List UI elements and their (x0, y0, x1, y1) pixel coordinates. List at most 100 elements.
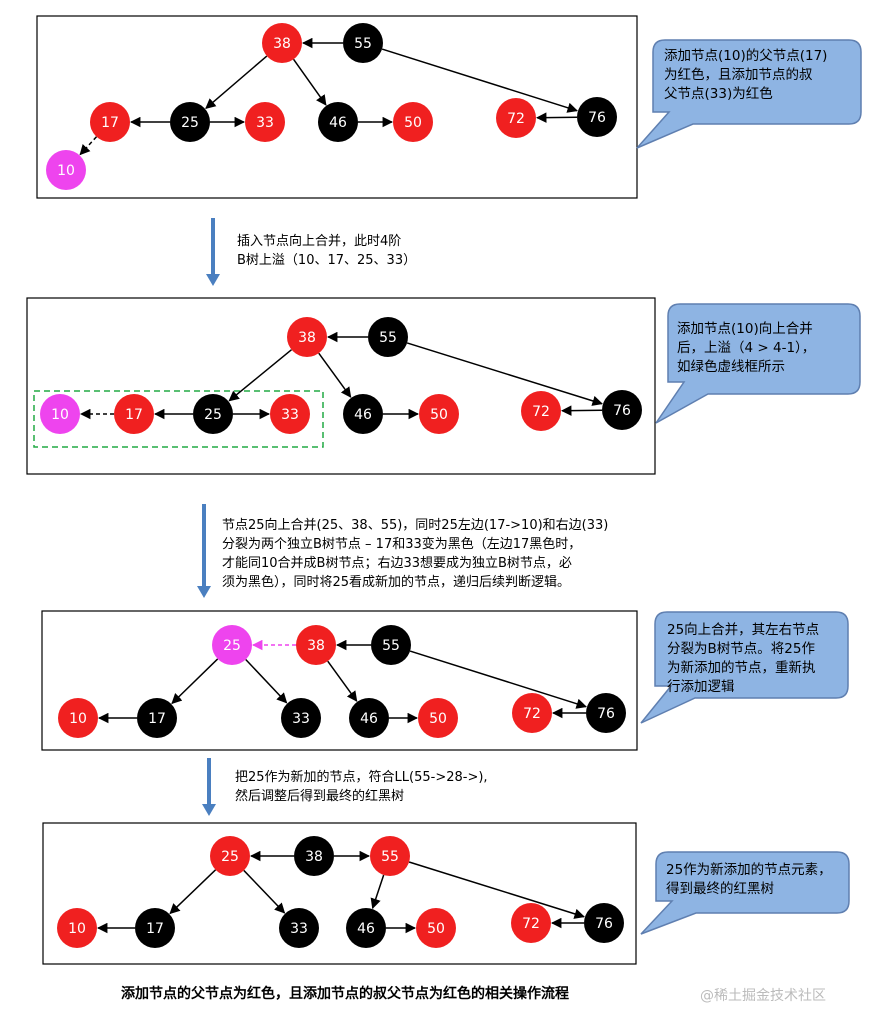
node-label: 10 (69, 711, 87, 727)
edge-25-to-17 (169, 869, 217, 915)
node-label: 25 (181, 115, 199, 131)
node-label: 33 (256, 115, 274, 131)
node-55: 55 (371, 625, 411, 665)
node-circle (294, 836, 334, 876)
step-text-1: 插入节点向上合并，此时4阶 B树上溢（10、17、25、33） (237, 234, 417, 268)
node-circle (296, 625, 336, 665)
node-circle (496, 98, 536, 138)
node-circle (245, 102, 285, 142)
node-circle (40, 394, 80, 434)
node-72: 72 (521, 391, 561, 431)
node-76: 76 (584, 903, 624, 943)
callout-text-3: 25向上合并，其左右节点 分裂为B树节点。将25作 为新添加的节点，重新执 行添… (667, 622, 820, 695)
node-17: 17 (114, 394, 154, 434)
node-circle (370, 836, 410, 876)
node-33: 33 (279, 908, 319, 948)
node-label: 72 (523, 706, 541, 722)
node-50: 50 (418, 698, 458, 738)
callout-text-4: 25作为新添加的节点元素， 得到最终的红黑树 (666, 862, 832, 897)
node-circle (270, 394, 310, 434)
node-38: 38 (262, 23, 302, 63)
node-72: 72 (511, 903, 551, 943)
node-10: 10 (46, 150, 86, 190)
node-label: 76 (613, 403, 631, 419)
node-circle (602, 390, 642, 430)
node-17: 17 (90, 102, 130, 142)
node-circle (586, 693, 626, 733)
callout-text-1: 添加节点(10)的父节点(17) 为红色，且添加节点的叔 父节点(33)为红色 (664, 48, 828, 102)
node-circle (262, 23, 302, 63)
node-circle (419, 394, 459, 434)
node-label: 50 (430, 407, 448, 423)
edge-38-to-46 (318, 352, 352, 398)
edge-25-to-33 (245, 659, 288, 704)
node-label: 17 (125, 407, 143, 423)
node-circle (349, 698, 389, 738)
node-55: 55 (343, 23, 383, 63)
tree-panel-3: 25 38 55 10 17 33 46 50 72 76 (41, 610, 638, 751)
callout-balloon-1 (636, 39, 862, 149)
node-circle (193, 394, 233, 434)
node-label: 50 (429, 711, 447, 727)
node-label: 76 (588, 110, 606, 126)
node-33: 33 (281, 698, 321, 738)
node-46: 46 (343, 394, 383, 434)
node-76: 76 (602, 390, 642, 430)
node-circle (511, 903, 551, 943)
node-label: 55 (379, 330, 397, 346)
node-label: 25 (204, 407, 222, 423)
node-circle (343, 394, 383, 434)
edge-25-to-17 (171, 658, 219, 705)
node-17: 17 (137, 698, 177, 738)
node-label: 33 (281, 407, 299, 423)
callout-balloon-4 (640, 851, 850, 935)
node-label: 33 (292, 711, 310, 727)
panels-layer: 38 55 17 25 33 46 50 72 76 10 38 55 10 17 25 33 46 50 72 76… (26, 15, 656, 965)
node-circle (210, 836, 250, 876)
node-circle (114, 394, 154, 434)
node-label: 38 (307, 638, 325, 654)
node-label: 55 (381, 849, 399, 865)
node-label: 46 (357, 921, 375, 937)
node-label: 50 (427, 921, 445, 937)
node-circle (212, 625, 252, 665)
node-50: 50 (393, 102, 433, 142)
node-circle (584, 903, 624, 943)
node-circle (393, 102, 433, 142)
node-circle (281, 698, 321, 738)
node-circle (371, 625, 411, 665)
callout-text-2: 添加节点(10)向上合并 后，上溢（4 > 4-1）， 如绿色虚线框所示 (677, 321, 816, 375)
figure-caption: 添加节点的父节点为红色，且添加节点的叔父节点为红色的相关操作流程 (121, 986, 569, 1002)
step-arrow-1 (206, 218, 220, 286)
node-25: 25 (193, 394, 233, 434)
step-arrows-layer (197, 218, 220, 816)
step-arrow-2 (197, 504, 211, 598)
node-label: 38 (305, 849, 323, 865)
node-circle (343, 23, 383, 63)
node-10: 10 (57, 908, 97, 948)
node-circle (368, 317, 408, 357)
node-circle (418, 698, 458, 738)
callout-balloon-2 (655, 303, 861, 424)
edge-55-to-76 (408, 861, 585, 919)
node-circle (346, 908, 386, 948)
node-label: 17 (101, 115, 119, 131)
node-label: 46 (360, 711, 378, 727)
node-25: 25 (212, 625, 252, 665)
node-label: 72 (522, 916, 540, 932)
node-circle (521, 391, 561, 431)
callouts-layer (636, 39, 862, 935)
node-76: 76 (586, 693, 626, 733)
edge-55-to-76 (381, 48, 578, 113)
edge-38-to-25 (228, 349, 293, 402)
node-label: 38 (273, 36, 291, 52)
edge-55-to-46 (370, 874, 385, 910)
node-46: 46 (346, 908, 386, 948)
node-25: 25 (170, 102, 210, 142)
node-label: 46 (329, 115, 347, 131)
node-50: 50 (419, 394, 459, 434)
